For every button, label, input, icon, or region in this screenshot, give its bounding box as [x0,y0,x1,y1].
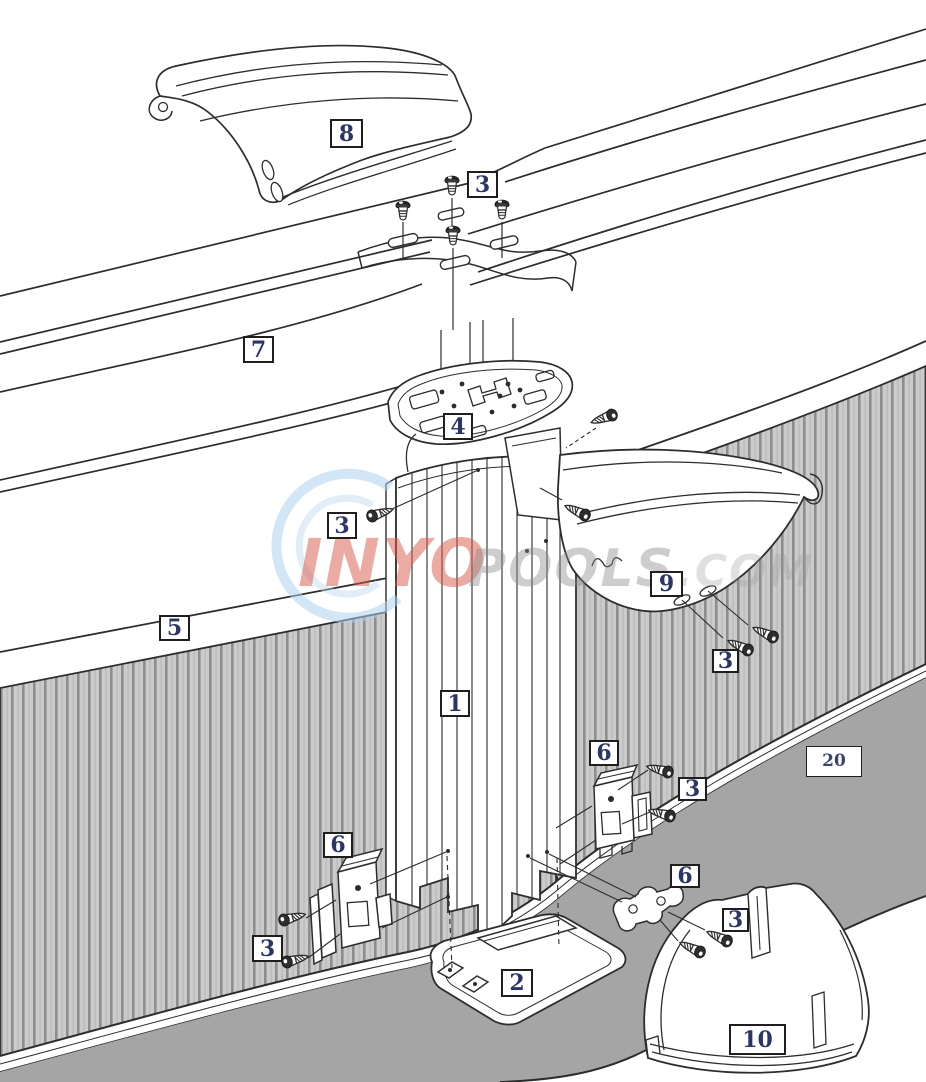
upright-post [385,433,577,951]
bottom-cap [643,882,870,1074]
ledge-cover [504,427,824,613]
watermark-swirl-icon [271,468,402,623]
watermark-brand-text: INYO [298,525,487,602]
attachment-dots [446,468,549,899]
watermark-brand2-text: POOLS [468,539,675,599]
pushpin-screws [395,175,510,330]
assembly-guide-lines [305,427,749,969]
top-plate [387,318,574,446]
bottom-clip [612,885,685,932]
watermark-suffix-text: .COM [676,546,814,597]
rail-slots [387,207,519,271]
top-ledge-cap [148,44,473,206]
